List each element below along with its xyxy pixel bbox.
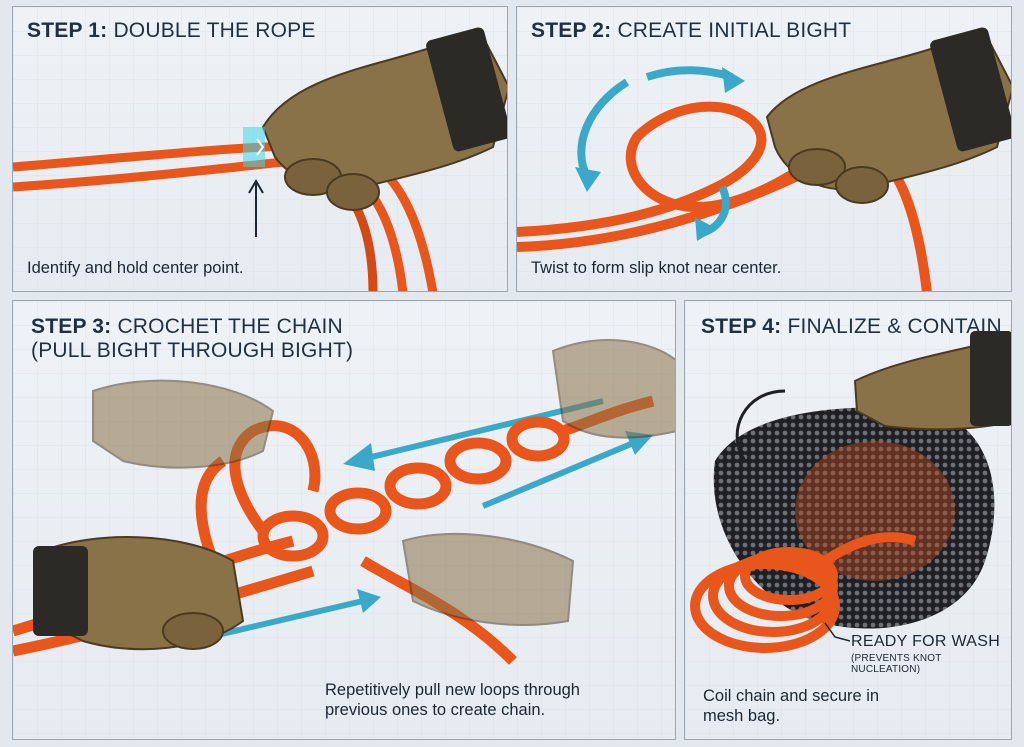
center-marker-icon: [243, 127, 265, 237]
panel-step-1: STEP 1: DOUBLE THE ROPE Identify and hol…: [12, 6, 508, 292]
step-4-title: STEP 4: FINALIZE & CONTAIN: [701, 315, 1002, 338]
rope-icon: [690, 532, 917, 653]
step-1-illustration: [13, 7, 507, 291]
step-1-title: STEP 1: DOUBLE THE ROPE: [27, 19, 316, 42]
step-2-caption: Twist to form slip knot near center.: [531, 259, 782, 277]
gloved-hand-icon: [33, 536, 245, 651]
step-4-caption: Coil chain and secure in mesh bag.: [703, 687, 880, 725]
step-3-illustration: [13, 301, 675, 739]
step-3-title: STEP 3: CROCHET THE CHAIN(PULL BIGHT THR…: [31, 315, 354, 363]
step-1-caption: Identify and hold center point.: [27, 259, 244, 277]
panel-step-3: STEP 3: CROCHET THE CHAIN(PULL BIGHT THR…: [12, 300, 676, 740]
gloved-hand-icon: [853, 331, 1011, 431]
panel-step-4: STEP 4: FINALIZE & CONTAIN READY FOR WAS…: [684, 300, 1012, 740]
ready-for-wash-callout: READY FOR WASH (PREVENTS KNOT NUCLEATION…: [851, 633, 1001, 675]
callout-leader: [824, 622, 851, 642]
step-4-illustration: [685, 301, 1011, 739]
gloved-hand-icon: [261, 27, 507, 211]
step-2-illustration: [517, 7, 1011, 291]
mesh-bag-icon: [713, 389, 995, 629]
step-3-caption: Repetitively pull new loops through prev…: [325, 681, 580, 719]
gloved-hand-icon: [92, 339, 675, 626]
step-2-title: STEP 2: CREATE INITIAL BIGHT: [531, 19, 852, 42]
gloved-hand-icon: [765, 27, 1011, 204]
panel-step-2: STEP 2: CREATE INITIAL BIGHT Twist to fo…: [516, 6, 1012, 292]
